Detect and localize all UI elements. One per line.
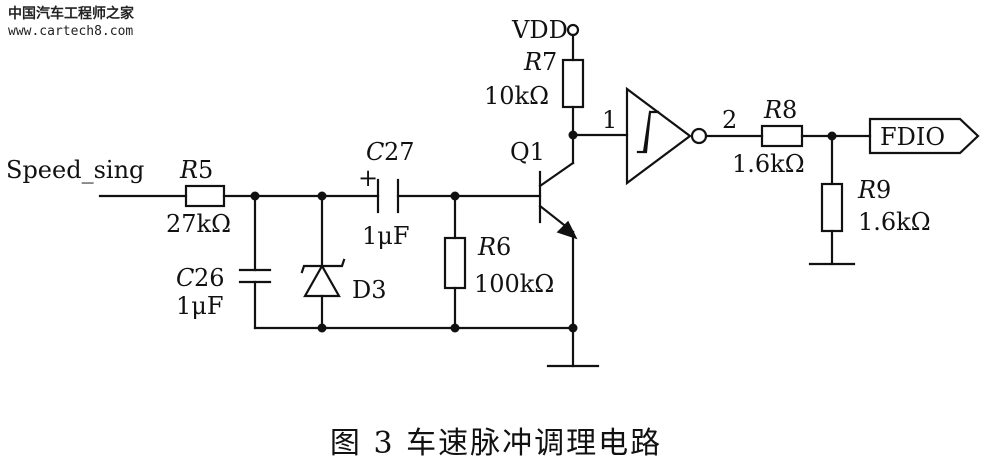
- resistor-r8: [760, 124, 804, 148]
- zener-diode-d3: [300, 194, 346, 330]
- resistor-r5: [184, 184, 226, 208]
- label-c26-num: 26: [194, 264, 225, 292]
- label-r7-name: R: [523, 48, 542, 76]
- label-d3: D3: [352, 276, 387, 304]
- watermark: 中国汽车工程师之家 www.cartech8.com: [8, 6, 134, 40]
- label-r9-value: 1.6kΩ: [858, 208, 931, 236]
- emitter-arrow: [556, 220, 578, 240]
- watermark-site-name: 中国汽车工程师之家: [8, 6, 134, 22]
- vdd-terminal: [566, 23, 580, 62]
- capacitor-c26: [238, 194, 272, 330]
- label-input: Speed_sing: [6, 156, 144, 184]
- schmitt-inverter: [625, 86, 708, 186]
- label-r8-value: 1.6kΩ: [732, 150, 805, 178]
- fdio-output-tag: [868, 117, 980, 155]
- label-r7-value: 10kΩ: [484, 82, 549, 110]
- label-r6-num: 6: [496, 233, 511, 261]
- label-r7-num: 7: [542, 48, 557, 76]
- label-fdio: FDIO: [880, 123, 945, 151]
- label-c26-name: C: [176, 264, 194, 292]
- figure-caption: 图 3 车速脉冲调理电路: [329, 426, 663, 461]
- watermark-url: www.cartech8.com: [8, 23, 134, 39]
- label-q1: Q1: [510, 138, 545, 166]
- schmitt-symbol: [636, 110, 660, 154]
- label-c27-num: 27: [384, 138, 415, 166]
- label-r8-name: R: [763, 96, 782, 124]
- label-r5-value: 27kΩ: [166, 210, 231, 238]
- label-c27-plus: +: [358, 164, 378, 192]
- label-r5-name: R: [179, 156, 198, 184]
- label-pin2: 2: [722, 106, 737, 134]
- label-c26-value: 1μF: [176, 292, 224, 320]
- label-r9-name: R: [857, 176, 876, 204]
- label-pin1: 1: [602, 106, 617, 134]
- label-c27-value: 1μF: [362, 222, 410, 250]
- label-r6-value: 100kΩ: [474, 270, 554, 298]
- resistor-r7: [561, 58, 585, 109]
- label-r6-name: R: [477, 233, 496, 261]
- label-r9-num: 9: [876, 176, 891, 204]
- label-r5-num: 5: [198, 156, 213, 184]
- label-vdd: VDD: [511, 16, 568, 44]
- label-r8-num: 8: [782, 96, 797, 124]
- resistor-r6: [443, 194, 467, 330]
- capacitor-c27: [376, 178, 400, 214]
- label-c27-name: C: [366, 138, 384, 166]
- resistor-r9: [808, 134, 856, 266]
